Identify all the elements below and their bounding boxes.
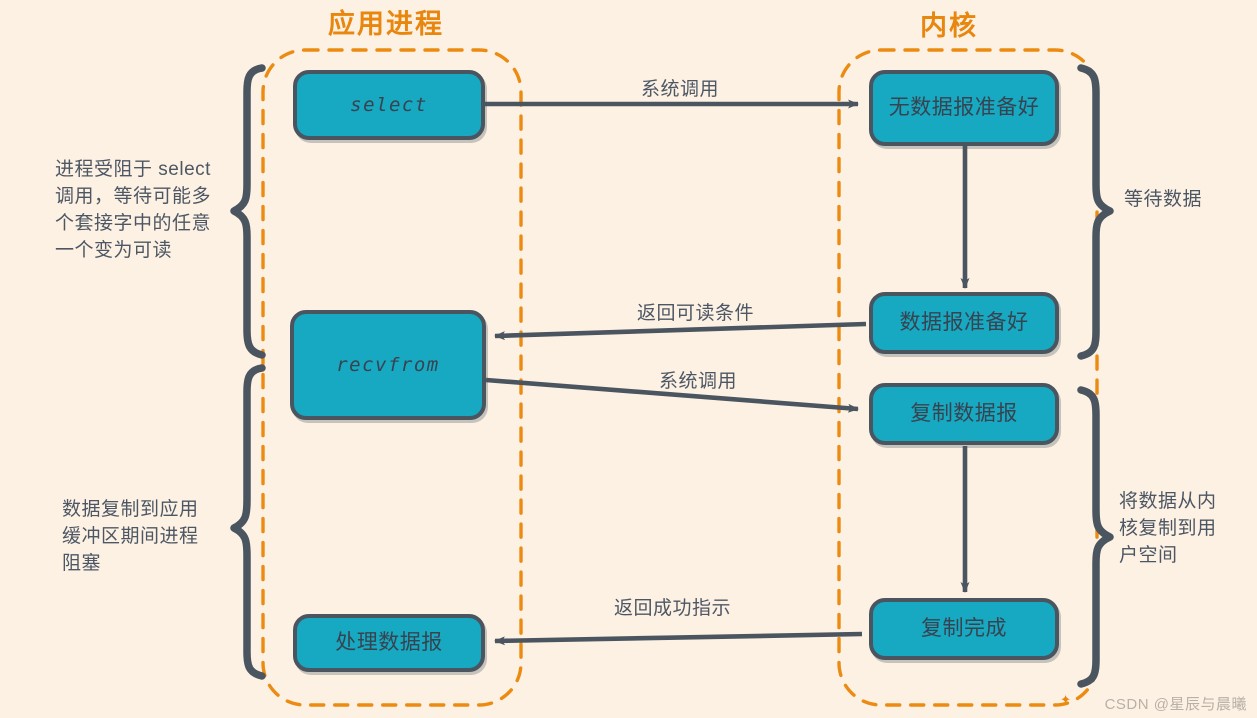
- node-no-datagram-ready[interactable]: 无数据报准备好: [869, 70, 1059, 146]
- arrow-return-readable: [494, 321, 867, 341]
- annotation-line: 个套接字中的任意: [55, 212, 212, 234]
- brace-left-blocked-on-copy: [230, 364, 266, 680]
- annotation-blocked-on-copy: 数据复制到应用 缓冲区期间进程 阻塞: [62, 497, 262, 578]
- region-outline-app-process: [261, 48, 523, 707]
- node-recvfrom-label: recvfrom: [336, 353, 440, 376]
- brace-left-blocked-on-select: [230, 64, 266, 359]
- node-recvfrom[interactable]: recvfrom: [290, 310, 486, 420]
- arrow-syscall-recvfrom: [485, 377, 859, 413]
- node-process-datagram[interactable]: 处理数据报: [293, 614, 485, 672]
- annotation-line: 进程受阻于 select: [55, 159, 211, 180]
- brace-right-copy-kernel-to-user: [1077, 386, 1114, 688]
- annotation-line: 数据复制到应用: [62, 499, 199, 520]
- annotation-waiting-for-data: 等待数据: [1124, 187, 1254, 214]
- region-title-kernel: 内核: [920, 11, 978, 41]
- edge-label-return-success: 返回成功指示: [614, 598, 732, 619]
- edge-label-syscall-select: 系统调用: [641, 79, 720, 100]
- node-process-datagram-label: 处理数据报: [335, 631, 443, 655]
- node-datagram-ready[interactable]: 数据报准备好: [869, 292, 1059, 354]
- edge-label-syscall-recvfrom: 系统调用: [659, 371, 738, 392]
- node-select[interactable]: select: [293, 70, 485, 140]
- arrow-return-success: [494, 631, 863, 646]
- edge-label-return-readable: 返回可读条件: [637, 303, 755, 324]
- annotation-copy-kernel-to-user: 将数据从内 核复制到用 户空间: [1119, 489, 1254, 570]
- annotation-line: 一个变为可读: [55, 239, 173, 261]
- annotation-line: 缓冲区期间进程: [62, 525, 199, 547]
- annotation-line: 将数据从内: [1119, 491, 1217, 512]
- node-copy-complete[interactable]: 复制完成: [869, 598, 1059, 660]
- annotation-line: 阻塞: [62, 552, 102, 574]
- annotation-line: 户空间: [1119, 544, 1178, 566]
- annotation-line: 调用，等待可能多: [55, 185, 212, 207]
- annotation-line: 核复制到用: [1119, 517, 1217, 539]
- node-copy-complete-label: 复制完成: [921, 617, 1007, 641]
- region-outline-kernel: [837, 48, 1099, 707]
- annotation-blocked-on-select: 进程受阻于 select 调用，等待可能多 个套接字中的任意 一个变为可读: [55, 157, 260, 265]
- watermark-tick-icon: ✦: [1060, 692, 1071, 707]
- region-title-app-process: 应用进程: [328, 9, 444, 39]
- node-copy-datagram-label: 复制数据报: [910, 402, 1018, 426]
- node-datagram-ready-label: 数据报准备好: [899, 311, 1029, 335]
- node-copy-datagram[interactable]: 复制数据报: [869, 383, 1059, 445]
- watermark-text: CSDN @星辰与晨曦: [1104, 696, 1247, 713]
- node-no-datagram-ready-label: 无数据报准备好: [888, 96, 1040, 120]
- brace-right-waiting-for-data: [1077, 64, 1114, 360]
- annotation-line: 等待数据: [1124, 189, 1203, 210]
- node-select-label: select: [350, 93, 428, 116]
